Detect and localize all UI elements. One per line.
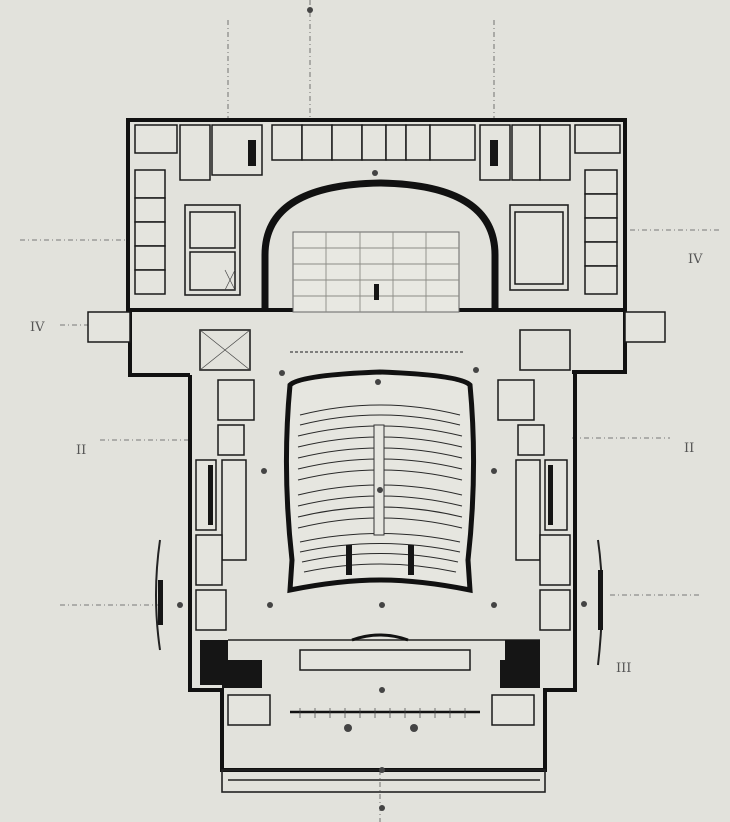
right-service-rooms	[509, 169, 618, 295]
side-stages	[87, 311, 666, 371]
lateral-rooms	[195, 379, 571, 631]
auditorium	[283, 369, 477, 594]
section-mark-iv-right: IV	[688, 252, 703, 267]
marker-dots	[177, 7, 587, 811]
main-stage	[261, 179, 499, 353]
section-mark-ii-left: II	[76, 443, 86, 458]
entrance-doors	[299, 708, 466, 718]
section-mark-iv-left: IV	[30, 320, 45, 335]
foyer	[200, 633, 540, 726]
side-canopies	[155, 539, 603, 666]
upper-service-rooms	[134, 124, 621, 181]
section-mark-ii-right: II	[684, 441, 694, 456]
left-service-rooms	[134, 169, 241, 296]
axis-lines	[20, 0, 720, 822]
section-mark-iii-right: III	[616, 661, 631, 676]
stage-grid	[293, 232, 459, 312]
